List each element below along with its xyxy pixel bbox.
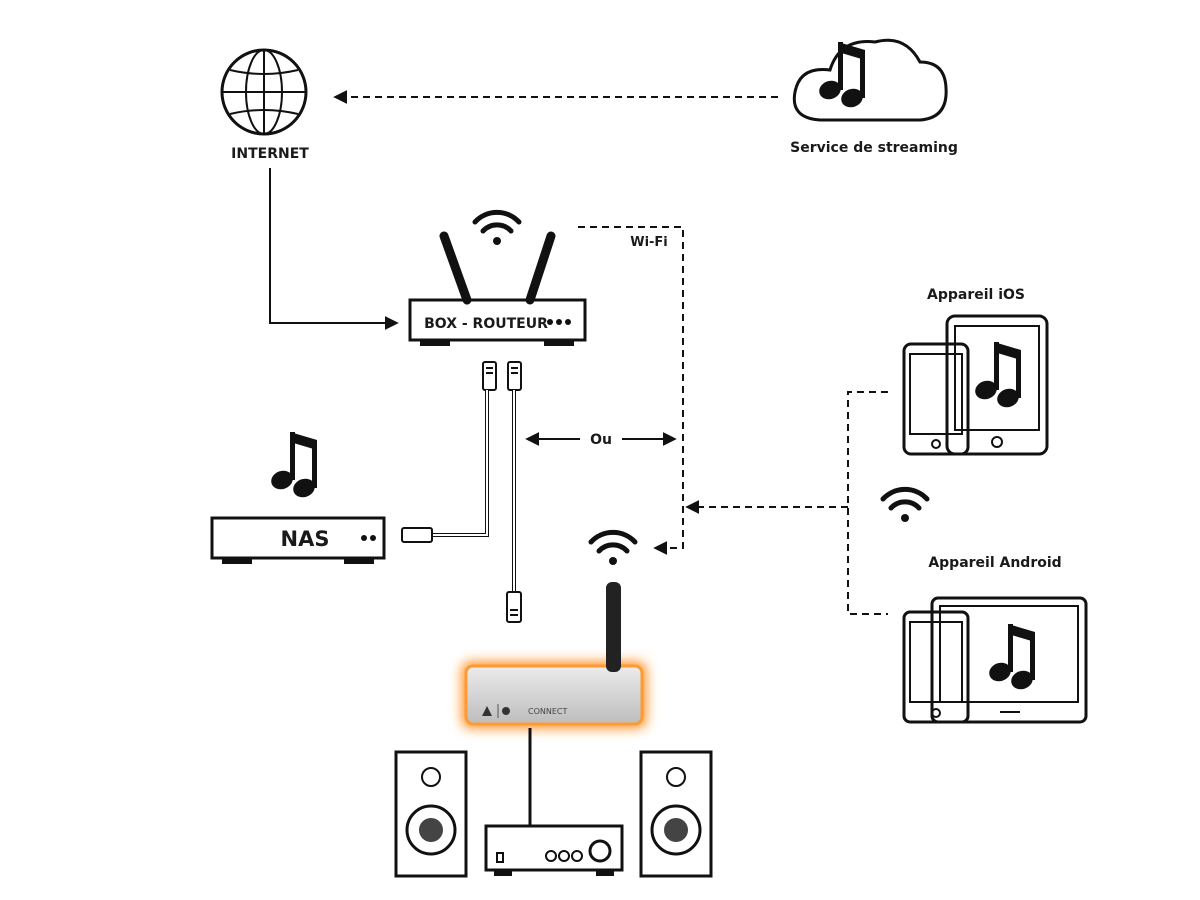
streaming-label: Service de streaming: [790, 140, 958, 156]
speaker-icon: [394, 750, 468, 878]
line-internet-to-router: [269, 168, 399, 330]
wifi-icon: [591, 532, 635, 565]
wifi-label: Wi-Fi: [630, 235, 668, 250]
streamer-device-icon: [462, 582, 646, 728]
router-icon: [408, 212, 587, 346]
phone-icon: [902, 342, 970, 456]
cloud-music-icon: [792, 38, 948, 122]
android-label: Appareil Android: [928, 555, 1061, 571]
phone-icon: [902, 610, 970, 724]
globe-icon: [220, 48, 308, 136]
connect-label: CONNECT: [528, 707, 567, 716]
internet-label: INTERNET: [231, 146, 309, 162]
tablet-icon: [930, 596, 1088, 724]
cable-router-to-nas: [432, 390, 489, 537]
speaker-icon: [639, 750, 713, 878]
ou-label: Ou: [590, 432, 612, 448]
ethernet-plug-icon: [401, 527, 522, 623]
nas-icon: [210, 432, 386, 564]
wifi-icon: [883, 489, 927, 522]
ethernet-plug-icon: [482, 361, 522, 391]
tablet-icon: [945, 314, 1049, 456]
nas-label: NAS: [281, 527, 330, 551]
wifi-link-devices: [847, 391, 888, 615]
ios-label: Appareil iOS: [927, 287, 1025, 303]
amplifier-icon: [484, 824, 624, 876]
wifi-link-router: [578, 226, 684, 555]
router-label: BOX - ROUTEUR: [424, 316, 548, 332]
